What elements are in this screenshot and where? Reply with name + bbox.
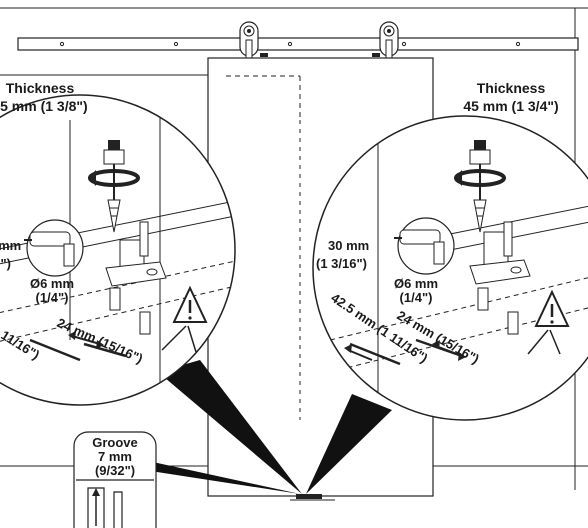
thickness-value-left: 45 mm (1 3/8") [0,98,88,114]
groove-in: (9/32") [95,463,135,478]
thickness-title-right: Thickness [477,80,546,96]
wall-anchor-left [109,287,151,335]
drill-diameter-in-right: (1/4") [400,290,433,305]
side-distance-in-right: (1 3/16") [316,256,367,271]
thickness-title-left: Thickness [6,80,75,96]
drill-icon [24,219,84,277]
drill-diameter-in-left: (1/4") [36,290,69,305]
side-distance-mm-right: 30 mm [328,238,369,253]
sliding-rail [17,37,579,51]
drill-diameter-mm-left: Ø6 mm [30,276,74,291]
groove-mm: 7 mm [98,449,132,464]
drill-diameter-mm-right: Ø6 mm [394,276,438,291]
dimension-arrows-left [68,331,104,349]
roller-hanger-left [239,21,268,59]
roller-hanger-right [372,21,399,59]
drill-icon [394,217,455,275]
warning-triangle-icon [161,285,208,353]
groove-title: Groove [92,435,138,450]
mounting-bracket-left [105,221,167,287]
detail-circle-left [0,94,236,406]
thickness-value-right: 45 mm (1 3/4") [463,98,558,114]
rotate-arrow-icon [454,169,506,187]
wall-anchor-right [477,287,519,335]
detail-circle-right [312,115,588,421]
dimension-arrows-right [344,340,466,361]
mounting-bracket-right [469,221,531,285]
rotate-arrow-icon [88,169,140,187]
screw-icon [473,199,487,233]
floor-guide [290,494,335,501]
screwdriver-right [454,140,506,200]
warning-triangle-icon [527,289,570,355]
side-distance-mm-left: 30 mm [0,238,21,253]
side-distance-in-left: (1 3/16") [0,256,11,271]
screwdriver-left [88,140,140,200]
groove-callout [73,431,157,528]
screw-icon [107,199,121,233]
